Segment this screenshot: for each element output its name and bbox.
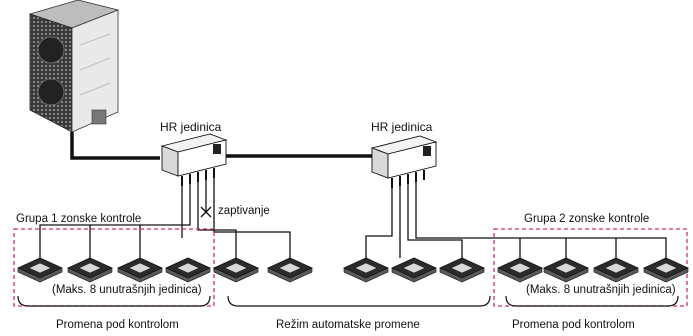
zone-box-left [13, 228, 215, 307]
indoor-unit-cassette [543, 257, 589, 283]
indoor-unit-cassette [343, 257, 389, 283]
controlled-left-label: Promena pod kontrolom [56, 319, 179, 331]
indoor-unit-cassette [67, 257, 113, 283]
indoor-unit-cassette [213, 257, 259, 283]
hr-unit-left-label: HR jedinica [160, 120, 222, 134]
indoor-unit-cassette [439, 257, 485, 283]
group2-label: Grupa 2 zonske kontrole [524, 213, 650, 225]
max-right-label: (Maks. 8 unutrašnjih jedinica) [524, 284, 678, 296]
hr-unit-left [160, 133, 228, 186]
max-left-label: (Maks. 8 unutrašnjih jedinica) [50, 284, 204, 296]
indoor-unit-cassette [497, 257, 543, 283]
indoor-unit-cassette [267, 257, 313, 283]
outdoor-unit [28, 0, 120, 133]
indoor-unit-cassette [391, 257, 437, 283]
auto-mode-label: Režim automatske promene [276, 319, 420, 331]
seal-mark [200, 206, 212, 218]
indoor-unit-cassette [17, 257, 63, 283]
indoor-unit-cassette [593, 257, 639, 283]
indoor-units [17, 257, 689, 283]
hr-unit-right-label: HR jedinica [371, 120, 433, 134]
indoor-unit-cassette [165, 257, 211, 283]
main-pipe [70, 132, 160, 160]
hr-unit-right [370, 135, 438, 188]
indoor-unit-cassette [117, 257, 163, 283]
group1-label: Grupa 1 zonske kontrole [16, 213, 142, 225]
indoor-unit-cassette [643, 257, 689, 283]
branch-pipes-right [365, 182, 667, 258]
brackets [17, 295, 679, 307]
seal-label: zaptivanje [218, 205, 270, 217]
controlled-right-label: Promena pod kontrolom [512, 319, 635, 331]
